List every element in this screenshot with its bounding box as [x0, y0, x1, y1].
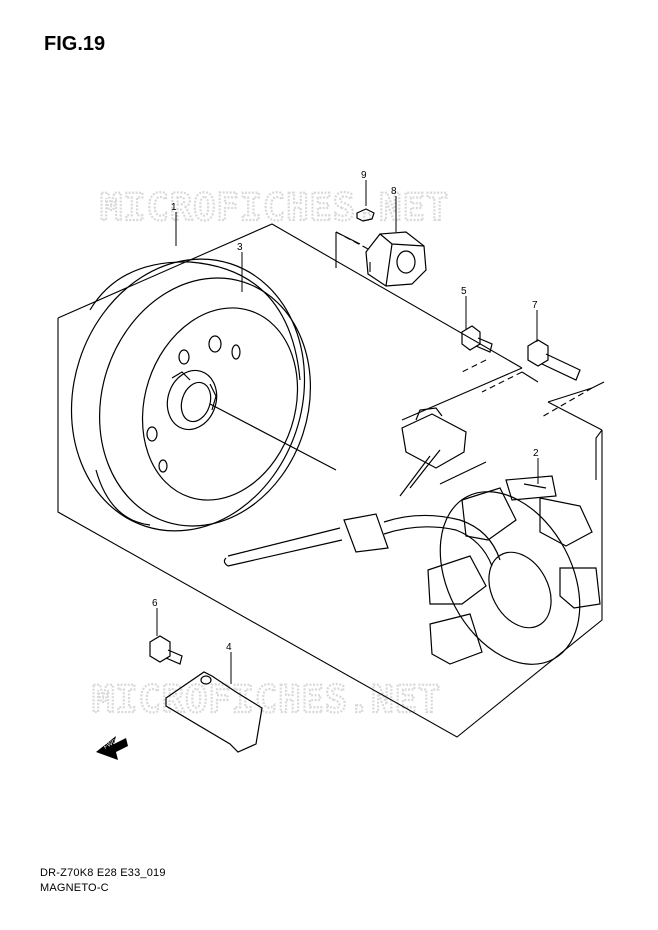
wire-harness [223, 407, 501, 567]
callout-7: 7 [532, 300, 538, 311]
callout-6: 6 [152, 598, 158, 609]
diagram-name: MAGNETO-C [40, 882, 109, 894]
clamp [165, 671, 263, 753]
callout-5: 5 [461, 286, 467, 297]
flywheel-rotor [70, 258, 337, 532]
watermark-top: MICROFICHES.NET [100, 186, 449, 229]
stator [427, 475, 601, 665]
fwd-arrow-icon: FWD [96, 736, 128, 760]
callout-9: 9 [361, 170, 367, 181]
callout-1: 1 [171, 202, 177, 213]
callout-numbers: 1 2 3 4 5 6 7 8 9 [152, 170, 539, 653]
callout-8: 8 [391, 186, 397, 197]
callout-2: 2 [533, 448, 539, 459]
key [356, 208, 375, 222]
figure-title: FIG.19 [44, 33, 106, 55]
bolt-6 [149, 635, 183, 665]
diagram-code: DR-Z70K8 E28 E33_019 [40, 867, 166, 879]
callout-3: 3 [237, 242, 243, 253]
callout-4: 4 [226, 642, 232, 653]
nut [365, 231, 427, 287]
bolt-5 [461, 325, 493, 353]
bolt-7 [527, 339, 581, 381]
watermark-bottom: MICROFICHES.NET [92, 678, 441, 721]
callout-leaders [156, 180, 539, 684]
assembly-frame [57, 223, 605, 738]
